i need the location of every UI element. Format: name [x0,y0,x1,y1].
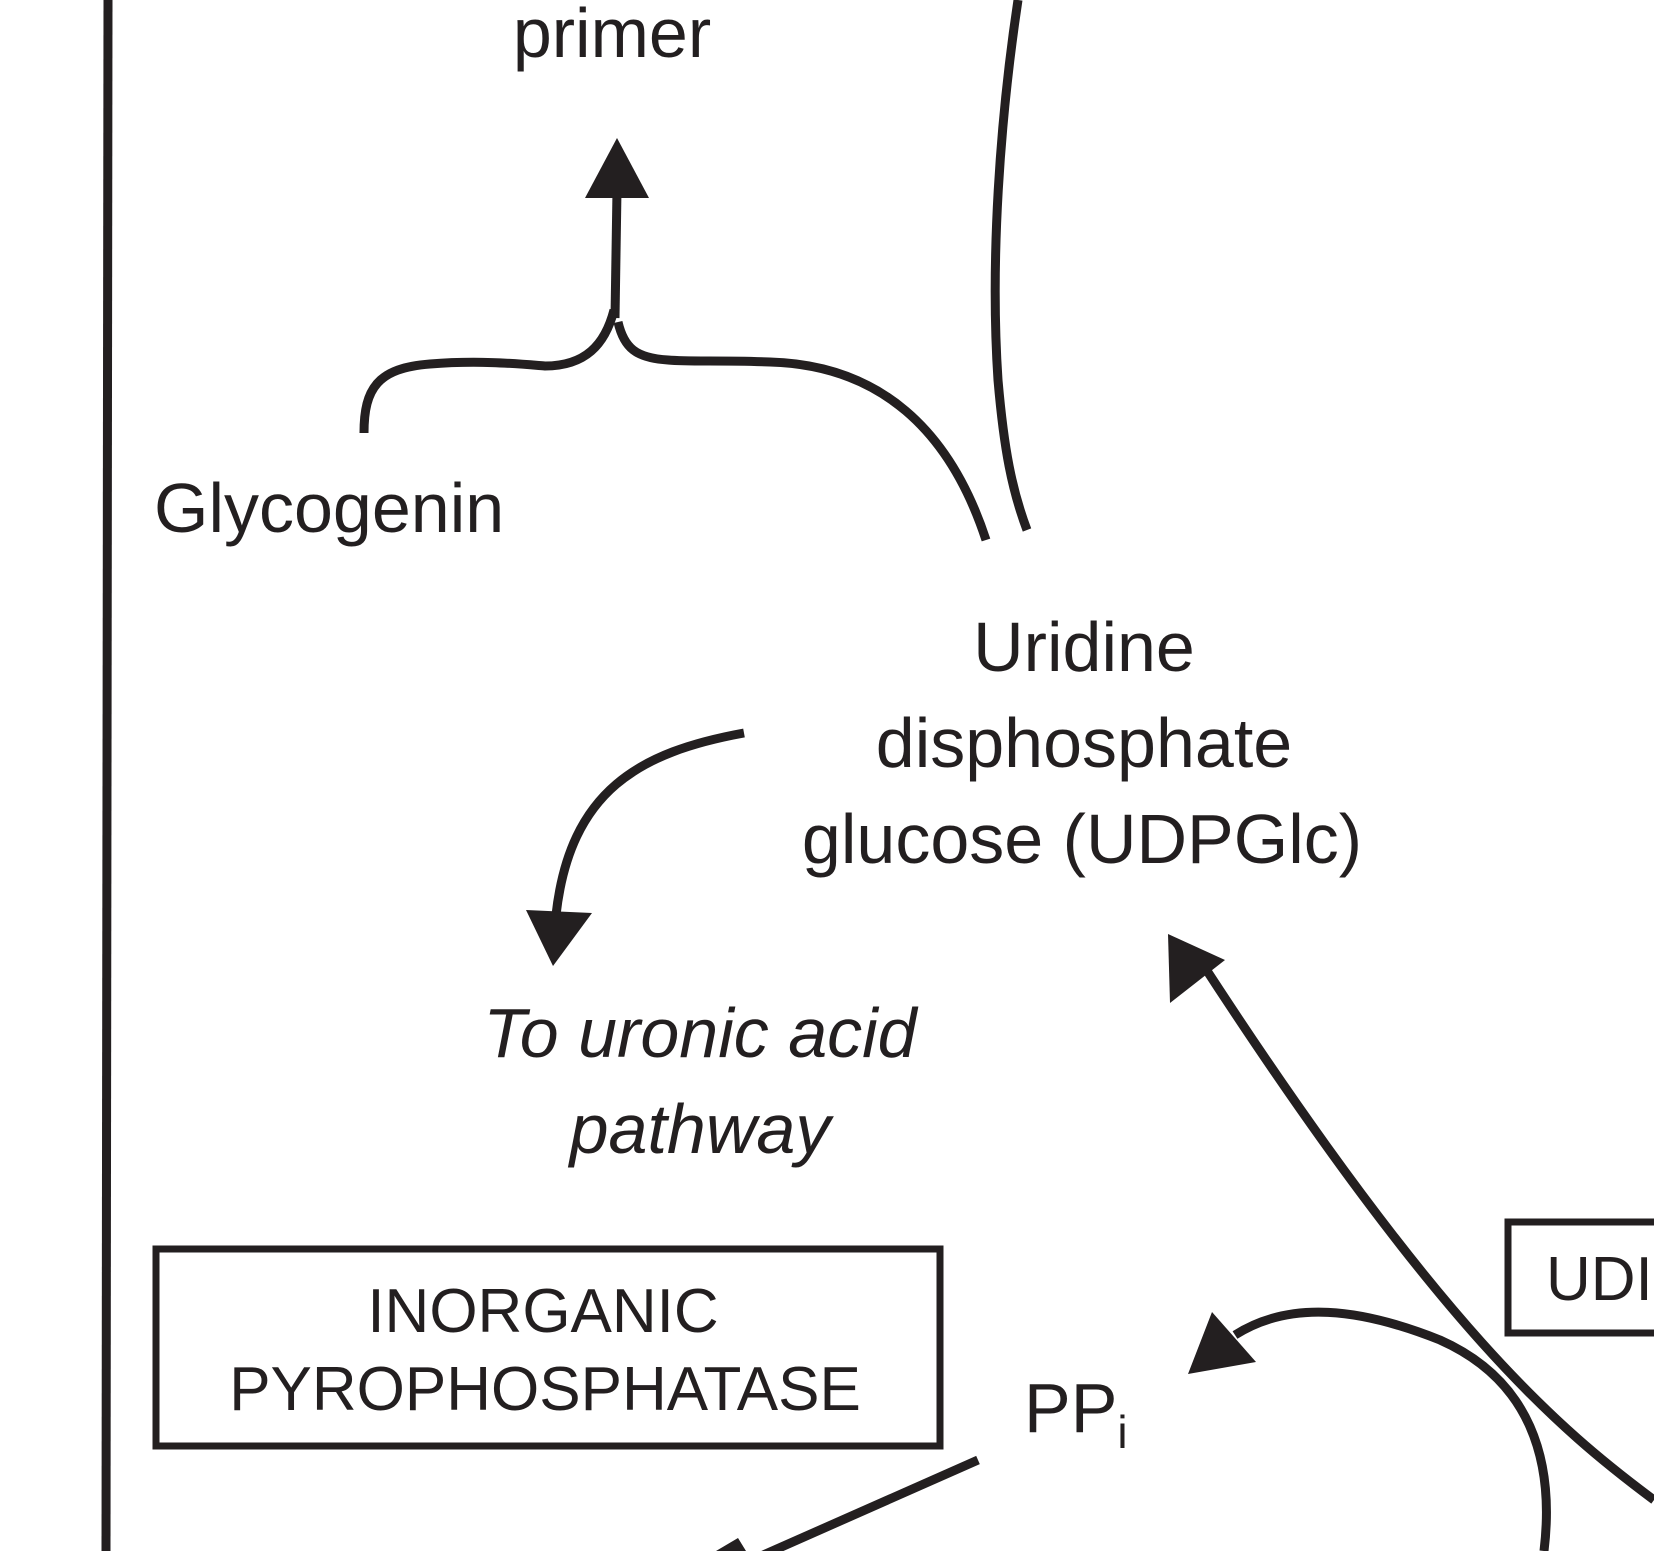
arrow-to-ppi-head [1188,1312,1256,1374]
arrow-to-uronic-shaft [551,728,745,916]
uronic-pathway-label-line2: pathway [568,1090,835,1168]
left-bracket-curve [359,308,619,434]
ppi-label: PPi [1024,1369,1128,1458]
ppi-outgoing-arrowhead-partial [716,1538,746,1551]
arrow-to-primer-head [585,138,649,198]
left-boundary-line [101,0,113,1551]
right-enzyme-box-partial [1504,1218,1654,1337]
ppi-outgoing-line [761,1455,980,1551]
ppi-label-subscript: i [1117,1406,1127,1458]
pyrophosphatase-label-line2: PYROPHOSPHATASE [229,1355,861,1424]
arrow-to-uronic-head [526,910,592,966]
pyrophosphatase-box [152,1245,944,1450]
arrow-to-primer-shaft [610,189,622,319]
primer-label: primer [513,0,711,72]
arrow-to-ppi-shaft [1232,1307,1551,1551]
arrow-to-udpglc-shaft [1196,957,1654,1504]
pyrophosphatase-label-line1: INORGANIC [367,1277,718,1346]
ppi-label-main: PP [1024,1369,1117,1447]
udpglc-label-line3: glucose (UDPGlc) [802,800,1362,878]
uronic-pathway-label-line1: To uronic acid [483,994,918,1072]
glycogenin-label: Glycogenin [154,469,504,547]
udpglc-label-line2: disphosphate [876,704,1292,782]
arrow-to-udpglc-head [1168,934,1225,1003]
right-bracket-curve [613,320,991,542]
right-vertical-curve [990,0,1032,532]
udpglc-label-line1: Uridine [973,608,1195,686]
right-box-label-partial: UDI [1546,1245,1653,1314]
